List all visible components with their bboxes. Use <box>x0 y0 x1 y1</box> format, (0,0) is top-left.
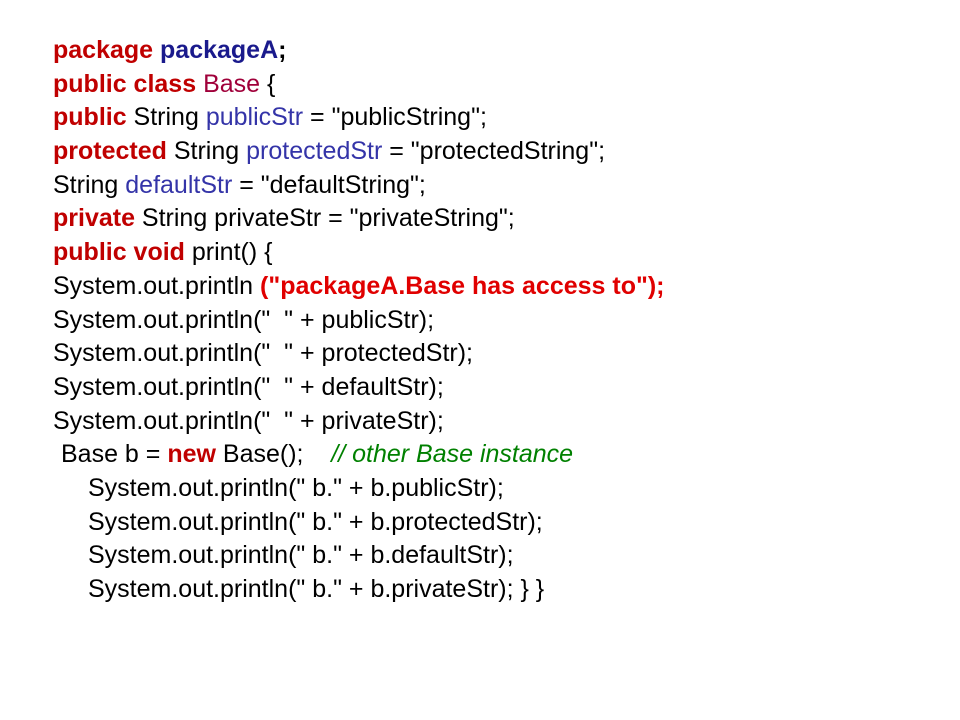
code-token-string-bold: ("packageA.Base has access to"); <box>260 271 665 300</box>
code-token-plain: = "defaultString"; <box>232 170 426 199</box>
code-line: System.out.println ("packageA.Base has a… <box>53 270 664 304</box>
code-line: System.out.println(" b." + b.defaultStr)… <box>53 539 664 573</box>
code-token-field: protectedStr <box>246 137 383 166</box>
code-line: String defaultStr = "defaultString"; <box>53 169 664 203</box>
code-token-plain: System.out.println(" " + defaultStr); <box>53 372 444 401</box>
code-token-package-name: packageA <box>160 36 279 64</box>
code-token-plain: print() { <box>184 238 273 267</box>
code-token-plain-bold: ; <box>278 36 287 64</box>
code-line: private String privateStr = "privateStri… <box>53 202 664 236</box>
code-line: package packageA; <box>53 34 664 68</box>
code-line: public void print() { <box>53 236 664 270</box>
code-token-keyword: package <box>53 36 161 64</box>
code-token-plain: System.out.println(" " + publicStr); <box>53 305 435 334</box>
code-token-plain: = "publicString"; <box>303 103 487 132</box>
code-line: public String publicStr = "publicString"… <box>53 101 664 135</box>
code-line: System.out.println(" b." + b.protectedSt… <box>53 506 664 540</box>
code-token-plain: System.out.println(" b." + b.publicStr); <box>88 473 504 502</box>
code-token-plain: String <box>53 170 126 199</box>
code-line: System.out.println(" " + defaultStr); <box>53 371 664 405</box>
code-token-type-name: Base <box>203 69 261 98</box>
code-token-keyword: public <box>53 103 127 132</box>
code-token-plain: String privateStr = "privateString"; <box>134 204 515 233</box>
code-token-plain: System.out.println <box>53 271 261 300</box>
code-block: package packageA;public class Base {publ… <box>53 34 664 607</box>
code-token-keyword: new <box>167 440 216 469</box>
code-token-plain: String <box>166 137 247 166</box>
code-token-plain: Base(); <box>215 440 332 469</box>
code-token-plain: System.out.println(" b." + b.protectedSt… <box>88 507 543 536</box>
code-line: System.out.println(" " + publicStr); <box>53 304 664 338</box>
code-token-plain: { <box>260 69 276 98</box>
code-token-plain: System.out.println(" " + privateStr); <box>53 406 444 435</box>
code-token-plain: = "protectedString"; <box>382 137 606 166</box>
code-line: public class Base { <box>53 68 664 102</box>
code-line: protected String protectedStr = "protect… <box>53 135 664 169</box>
code-token-keyword: private <box>53 204 135 233</box>
code-line: System.out.println(" b." + b.publicStr); <box>53 472 664 506</box>
code-line: System.out.println(" " + protectedStr); <box>53 337 664 371</box>
code-token-plain: System.out.println(" " + protectedStr); <box>53 339 473 368</box>
code-token-keyword: public void <box>53 238 185 267</box>
code-token-keyword: public class <box>53 69 204 98</box>
code-token-field: publicStr <box>205 103 304 132</box>
code-token-plain: System.out.println(" b." + b.privateStr)… <box>88 575 545 603</box>
code-line: System.out.println(" " + privateStr); <box>53 405 664 439</box>
code-token-keyword: protected <box>53 137 167 166</box>
code-line: Base b = new Base(); // other Base insta… <box>53 438 664 472</box>
code-token-plain: String <box>126 103 206 132</box>
code-token-plain: System.out.println(" b." + b.defaultStr)… <box>88 541 514 570</box>
code-token-plain: Base b = <box>61 440 168 469</box>
code-line: System.out.println(" b." + b.privateStr)… <box>53 573 664 607</box>
code-token-comment: // other Base instance <box>331 440 574 469</box>
code-token-field: defaultStr <box>125 170 233 199</box>
